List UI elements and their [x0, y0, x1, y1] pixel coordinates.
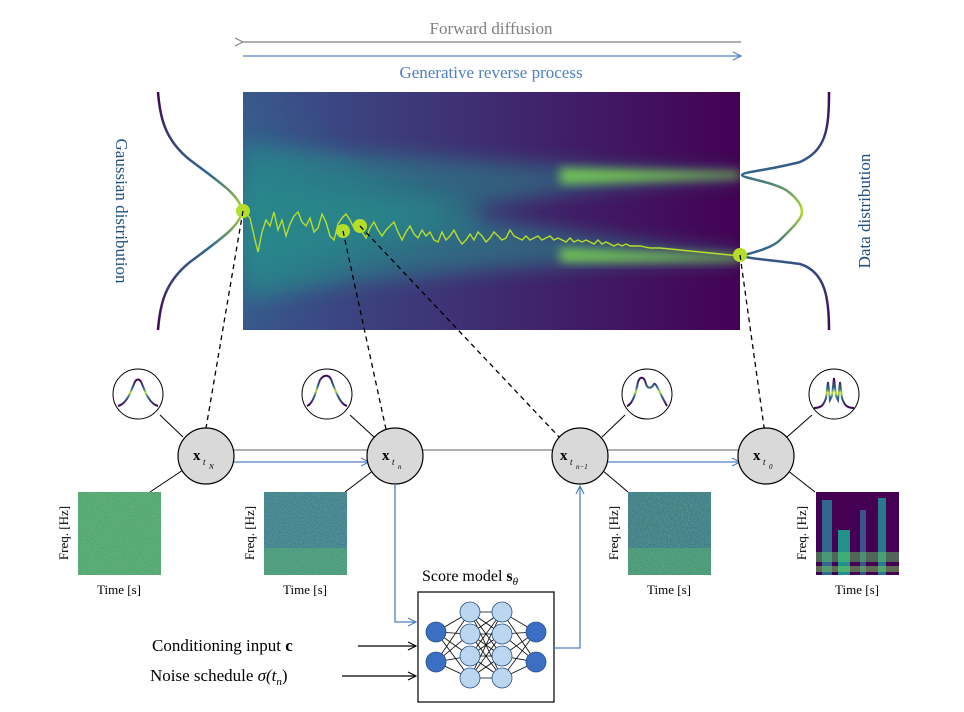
- svg-text:N: N: [208, 463, 214, 471]
- score-model-network: [417, 591, 555, 703]
- flow-to-score-model: [394, 484, 416, 622]
- diffusion-heatmap: [243, 92, 740, 330]
- time-label-3: Time [s]: [647, 582, 691, 597]
- data-distribution-label: Data distribution: [855, 153, 874, 268]
- node-x-tn: x t n: [344, 414, 424, 493]
- conditioning-input-label: Conditioning input c: [152, 636, 293, 655]
- svg-text:n: n: [398, 463, 402, 471]
- svg-text:x: x: [193, 448, 201, 464]
- svg-text:t: t: [570, 457, 573, 467]
- freq-label-4: Freq. [Hz]: [794, 506, 809, 560]
- nn-neuron: [525, 621, 547, 643]
- time-label-1: Time [s]: [97, 582, 141, 597]
- svg-text:x: x: [560, 448, 568, 464]
- noise-schedule-label: Noise schedule σ(tn): [150, 666, 288, 688]
- nn-neuron: [491, 601, 513, 623]
- mini-dist-3: [621, 368, 673, 420]
- nn-neuron: [425, 651, 447, 673]
- mini-dist-4: [808, 368, 860, 420]
- nn-neuron: [459, 667, 481, 689]
- nn-neuron: [491, 667, 513, 689]
- node-arrows: [233, 450, 740, 462]
- data-distribution-curve: [739, 91, 831, 331]
- svg-text:t: t: [763, 457, 766, 467]
- nn-neuron: [491, 645, 513, 667]
- freq-label-1: Freq. [Hz]: [56, 506, 71, 560]
- spectrogram-4: [816, 492, 899, 575]
- nn-neuron: [459, 623, 481, 645]
- spectrogram-2: [264, 492, 347, 575]
- svg-text:x: x: [753, 448, 761, 464]
- mini-dist-1: [112, 368, 164, 420]
- dashed-connectors: [204, 210, 766, 439]
- svg-text:t: t: [392, 457, 395, 467]
- flow-from-score-model: [554, 486, 580, 649]
- gaussian-distribution-label: Gaussian distribution: [112, 139, 131, 284]
- nn-neuron: [491, 623, 513, 645]
- nn-neuron: [459, 601, 481, 623]
- mini-dist-2: [301, 368, 353, 420]
- spectrogram-axis-labels: Freq. [Hz] Time [s] Freq. [Hz] Time [s] …: [56, 506, 879, 597]
- forward-diffusion-label: Forward diffusion: [430, 19, 553, 38]
- svg-text:t: t: [203, 457, 206, 467]
- sample-trajectory: [243, 209, 740, 257]
- spectrogram-1: [78, 492, 161, 575]
- time-label-2: Time [s]: [283, 582, 327, 597]
- score-model-label: Score model sθ: [422, 568, 519, 588]
- nn-neuron: [459, 645, 481, 667]
- svg-text:n−1: n−1: [576, 463, 588, 471]
- svg-text:x: x: [382, 448, 390, 464]
- time-label-4: Time [s]: [835, 582, 879, 597]
- svg-text:0: 0: [769, 463, 773, 471]
- freq-label-3: Freq. [Hz]: [606, 506, 621, 560]
- nn-neuron: [525, 651, 547, 673]
- node-x-t0: x t 0: [737, 414, 816, 493]
- spectrogram-3: [628, 492, 711, 575]
- nn-neuron: [425, 621, 447, 643]
- reverse-process-label: Generative reverse process: [399, 63, 582, 82]
- node-x-tN: x t N: [149, 414, 235, 493]
- node-x-tn1: x t n−1: [551, 414, 629, 493]
- freq-label-2: Freq. [Hz]: [242, 506, 257, 560]
